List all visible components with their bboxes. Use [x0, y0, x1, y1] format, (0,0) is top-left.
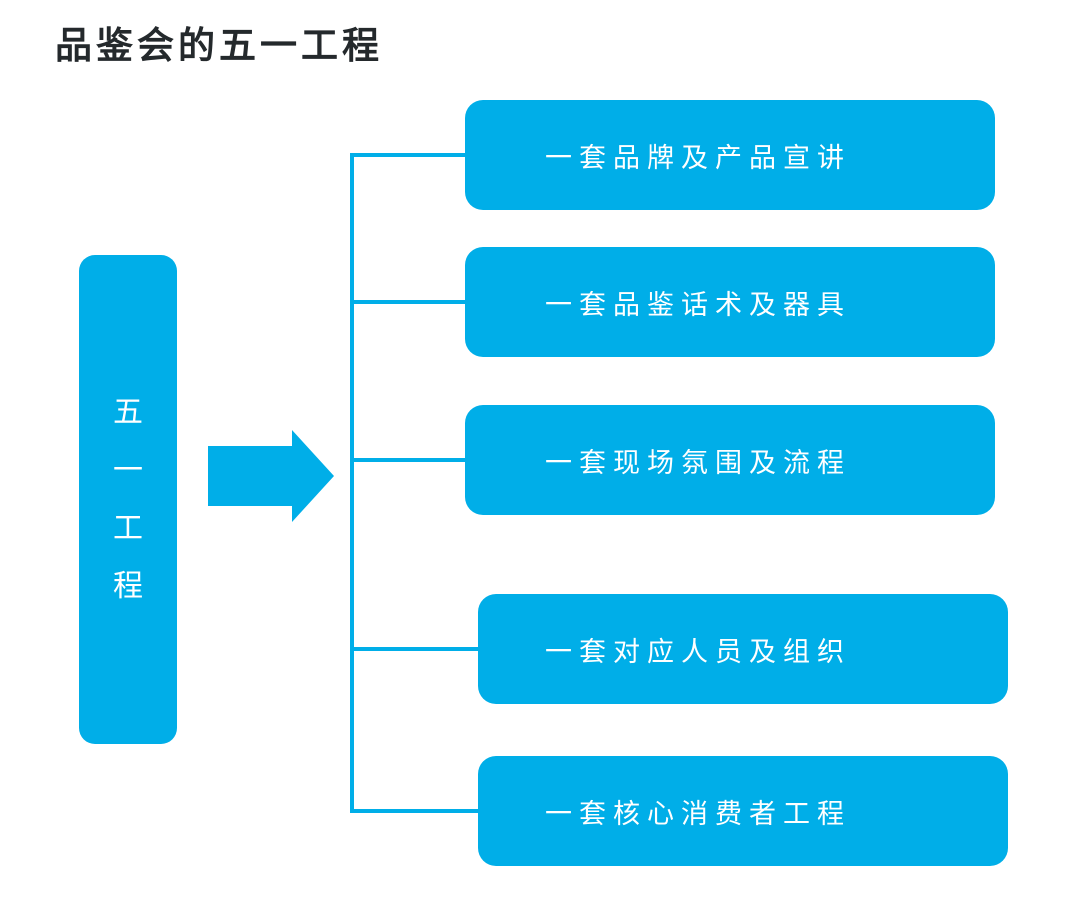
right-arrow-icon: [208, 430, 334, 522]
connector-branch-line-5: [352, 809, 479, 813]
root-node: 五一工程: [79, 255, 177, 744]
connector-branch-line-4: [352, 647, 479, 651]
branch-node-4: 一套对应人员及组织: [478, 594, 1008, 704]
branch-node-2-label: 一套品鉴话术及器具: [545, 289, 851, 320]
branch-node-1: 一套品牌及产品宣讲: [465, 100, 995, 210]
connector-vertical-line: [350, 153, 354, 813]
branch-node-5: 一套核心消费者工程: [478, 756, 1008, 866]
branch-node-1-label: 一套品牌及产品宣讲: [545, 142, 851, 173]
branch-node-3-label: 一套现场氛围及流程: [545, 447, 851, 478]
page-title: 品鉴会的五一工程: [55, 25, 383, 66]
branch-node-4-label: 一套对应人员及组织: [545, 636, 851, 667]
connector-branch-line-3: [352, 458, 466, 462]
branch-node-5-label: 一套核心消费者工程: [545, 798, 851, 829]
branch-node-2: 一套品鉴话术及器具: [465, 247, 995, 357]
connector-branch-line-1: [352, 153, 466, 157]
root-node-label: 五一工程: [113, 395, 143, 603]
branch-node-3: 一套现场氛围及流程: [465, 405, 995, 515]
connector-branch-line-2: [352, 300, 466, 304]
